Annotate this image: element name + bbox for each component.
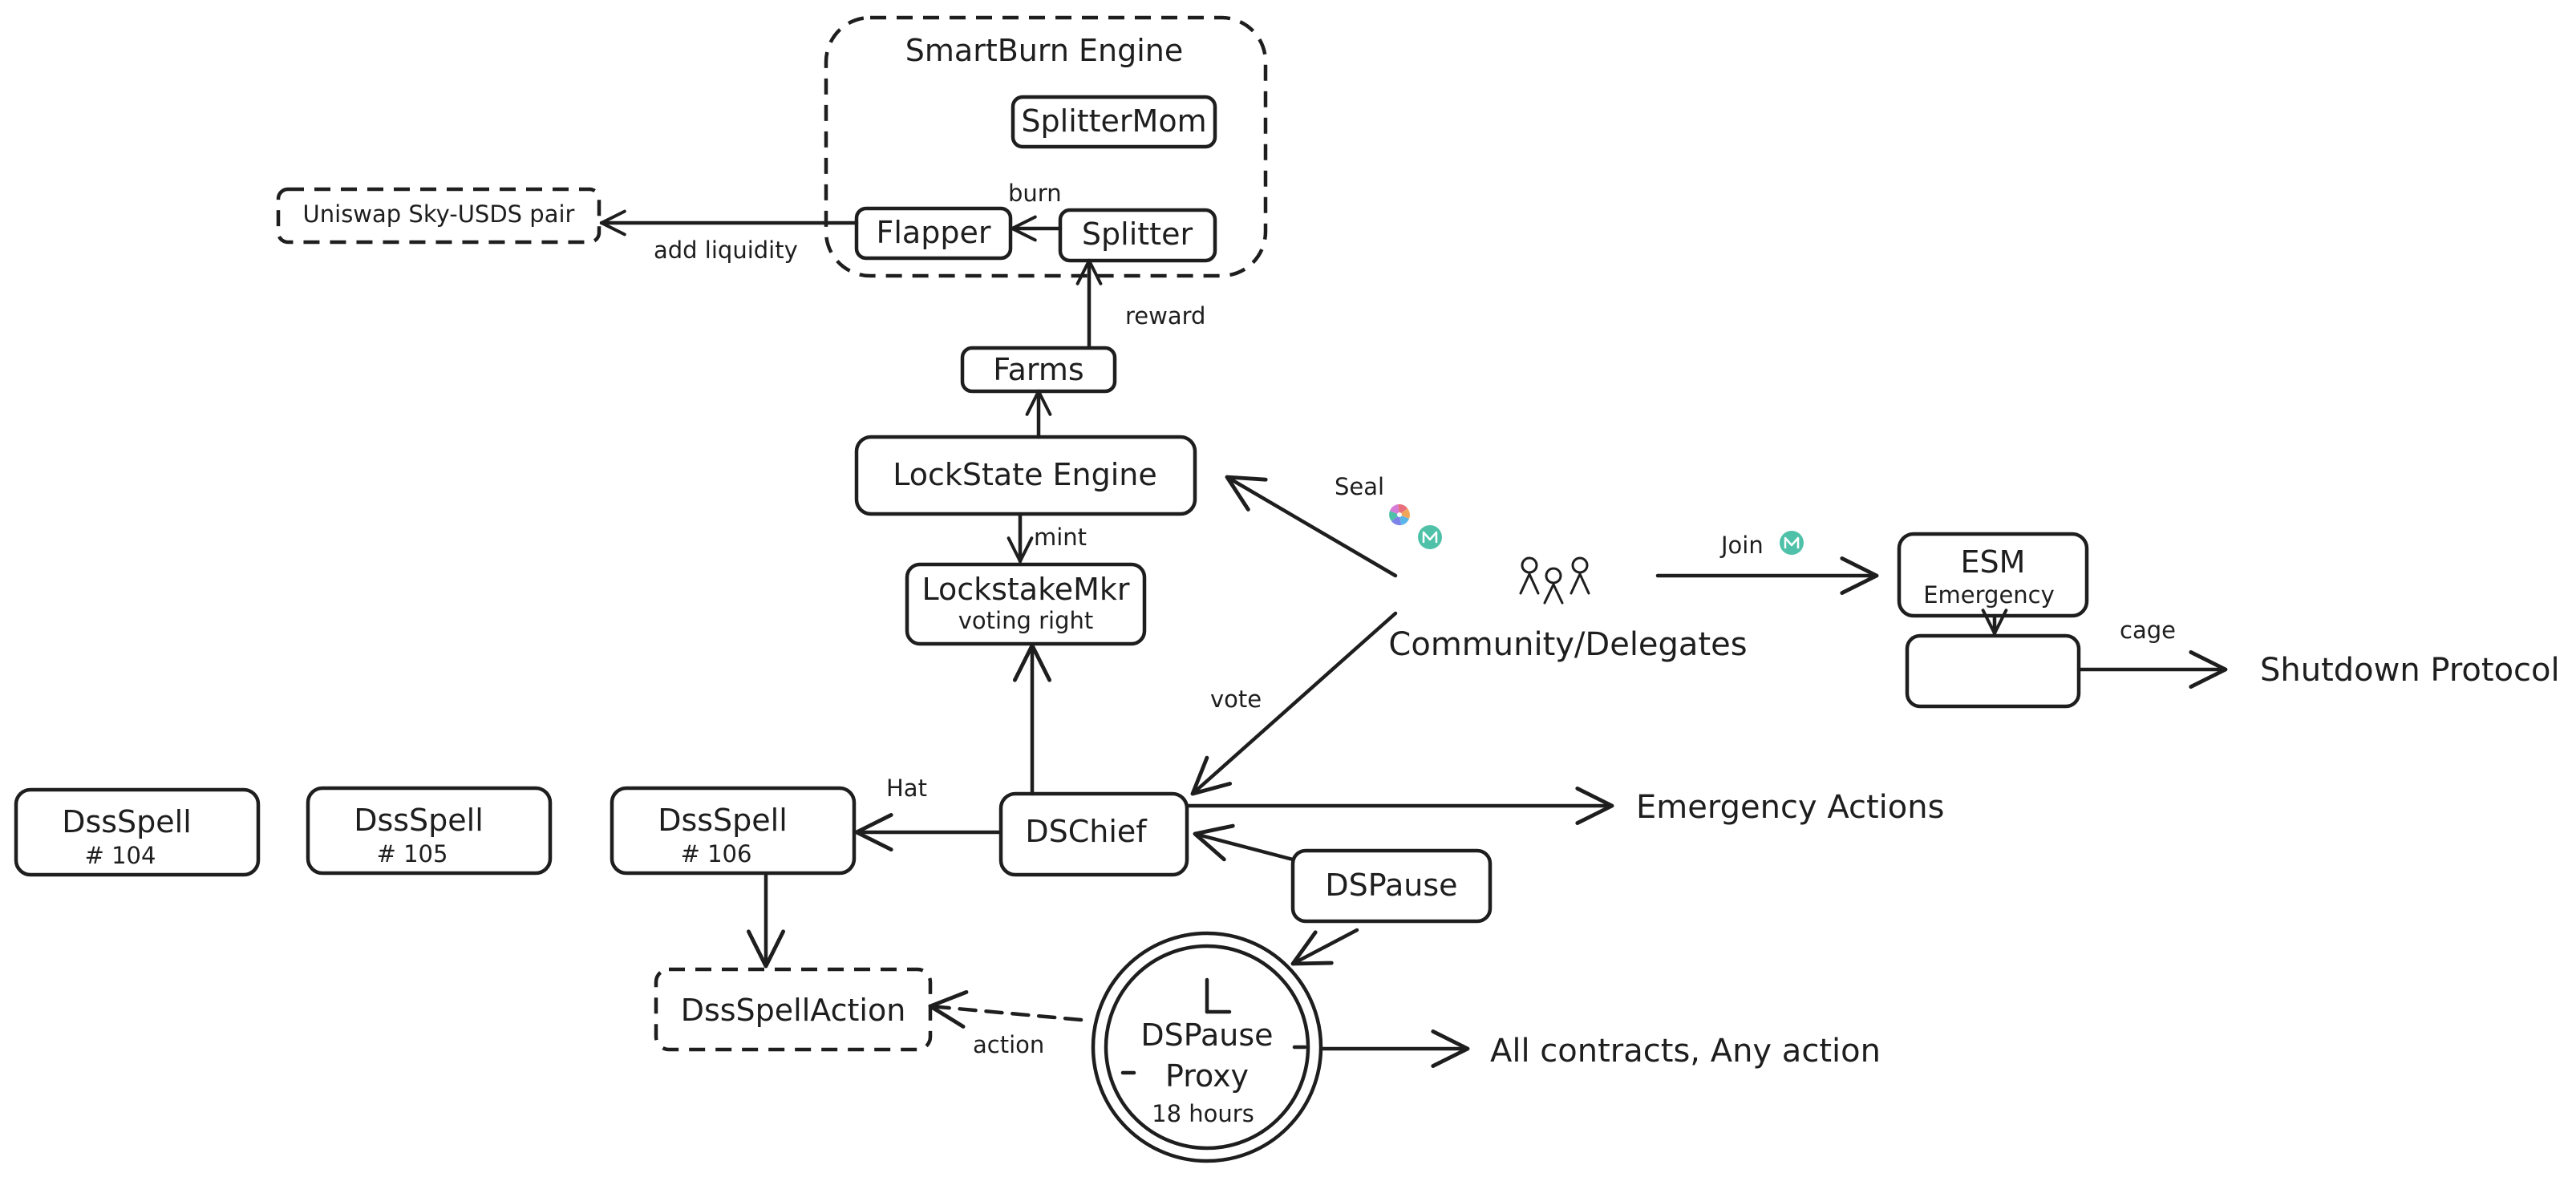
node-farms[interactable]: Farms [960, 346, 1117, 394]
node-dsspell-105-title: DssSpell [354, 803, 484, 838]
node-dspause-proxy-line3: 18 hours [1152, 1100, 1254, 1127]
node-dsspell-action[interactable]: DssSpellAction [654, 967, 933, 1052]
node-flapper-label: Flapper [877, 215, 991, 250]
label-reward: reward [1125, 302, 1205, 330]
node-dsspell-action-label: DssSpellAction [681, 993, 906, 1028]
node-uniswap-pair-label: Uniswap Sky-USDS pair [303, 200, 575, 228]
mkr-token-icon [1780, 531, 1804, 555]
node-lockstate-engine-label: LockState Engine [893, 457, 1157, 492]
node-dspause-label: DSPause [1325, 868, 1457, 903]
node-dsspell-106[interactable]: DssSpell # 106 [610, 786, 857, 876]
node-emergency-actions: Emergency Actions [1636, 789, 1944, 826]
node-uniswap-pair[interactable]: Uniswap Sky-USDS pair [276, 187, 601, 245]
pinwheel-token-icon [1389, 504, 1410, 526]
node-esm-subtitle: Emergency [1923, 581, 2055, 609]
node-dspause-proxy-line2: Proxy [1165, 1058, 1249, 1094]
label-action: action [973, 1031, 1044, 1058]
node-dschief[interactable]: DSChief [998, 791, 1189, 877]
edge-labels: burn add liquidity reward mint Seal Join… [654, 180, 2176, 1058]
node-dspause-proxy-line1: DSPause [1140, 1017, 1273, 1053]
node-esm-title: ESM [1961, 544, 2026, 580]
node-splitter[interactable]: Splitter [1058, 208, 1217, 263]
node-dsspell-104[interactable]: DssSpell # 104 [14, 787, 261, 877]
node-all-contracts: All contracts, Any action [1490, 1033, 1881, 1070]
people-group-icon [1519, 556, 1590, 605]
edge-dspause-to-dschief [1193, 823, 1295, 862]
node-dsspell-105[interactable]: DssSpell # 105 [306, 786, 553, 876]
smartburn-engine-group[interactable]: SmartBurn Engine [824, 15, 1268, 278]
edge-community-seal-to-lockstate [1225, 475, 1398, 578]
node-shutdown-protocol: Shutdown Protocol [2260, 652, 2560, 689]
label-vote: vote [1210, 686, 1262, 713]
node-dspause-proxy[interactable]: DSPause Proxy 18 hours [1091, 931, 1323, 1163]
node-farms-label: Farms [993, 352, 1083, 387]
node-dschief-label: DSChief [1025, 814, 1148, 849]
clock-icon [1120, 977, 1307, 1075]
node-end[interactable] [1905, 633, 2081, 709]
smartburn-engine-title: SmartBurn Engine [905, 33, 1183, 68]
edge-proxy-action-to-dsspellaction [928, 989, 1083, 1029]
edge-community-vote-to-dschief [1190, 611, 1398, 796]
node-esm[interactable]: ESM Emergency [1897, 532, 2089, 618]
node-lockstake-mkr-title: LockstakeMkr [921, 572, 1129, 607]
mkr-token-icon [1418, 525, 1442, 549]
node-lockstake-mkr-subtitle: voting right [958, 607, 1093, 634]
label-burn: burn [1008, 180, 1062, 207]
label-join: Join [1719, 532, 1764, 559]
node-dspause[interactable]: DSPause [1290, 848, 1493, 924]
label-seal: Seal [1335, 473, 1384, 500]
node-dsspell-104-title: DssSpell [62, 804, 192, 839]
node-splitter-label: Splitter [1082, 216, 1193, 252]
node-community-delegates[interactable]: Community/Delegates [1388, 556, 1748, 663]
edges [599, 209, 2228, 1069]
label-add-liquidity: add liquidity [654, 237, 798, 264]
label-hat: Hat [886, 775, 927, 802]
node-dsspell-105-subtitle: # 105 [377, 840, 448, 868]
node-dsspell-106-subtitle: # 106 [681, 840, 752, 868]
node-dsspell-106-title: DssSpell [658, 803, 788, 838]
node-splitter-mom[interactable]: SplitterMom [1011, 95, 1217, 149]
node-dsspell-104-subtitle: # 104 [85, 842, 156, 869]
edge-dspause-to-proxy [1290, 928, 1359, 966]
node-community-delegates-label: Community/Delegates [1388, 626, 1747, 663]
node-lockstake-mkr[interactable]: LockstakeMkr voting right [905, 562, 1147, 646]
label-cage: cage [2120, 617, 2176, 644]
node-lockstate-engine[interactable]: LockState Engine [854, 435, 1197, 516]
node-flapper[interactable]: Flapper [854, 206, 1013, 261]
label-mint: mint [1034, 524, 1087, 551]
node-splitter-mom-label: SplitterMom [1021, 103, 1206, 139]
